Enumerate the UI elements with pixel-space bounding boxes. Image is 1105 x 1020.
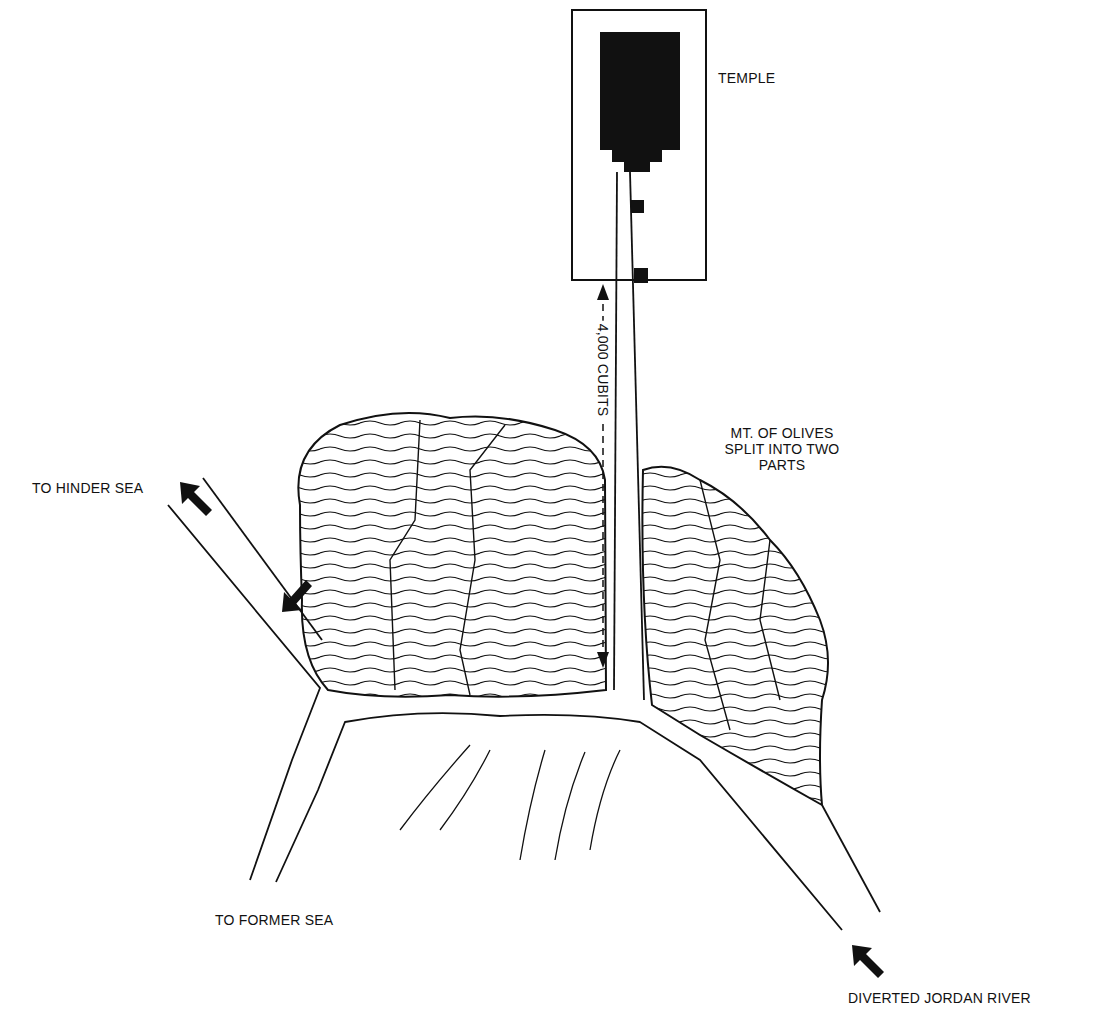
sea-label: TO HINDER SEA — [32, 480, 143, 496]
mountain-label: MT. OF OLIVES SPLIT INTO TWO PARTS — [722, 425, 842, 473]
river-banks — [168, 478, 880, 930]
mountain-left — [280, 400, 620, 710]
river-label: DIVERTED JORDAN RIVER — [848, 990, 1031, 1006]
temple-stream — [614, 172, 644, 700]
dimension-label: 4,000 CUBITS — [594, 321, 612, 420]
temple-label: TEMPLE — [718, 70, 775, 86]
mountain-right — [630, 450, 840, 820]
flow-arrow — [180, 482, 884, 978]
sea-label: TO FORMER SEA — [215, 912, 333, 928]
temple — [572, 10, 706, 283]
